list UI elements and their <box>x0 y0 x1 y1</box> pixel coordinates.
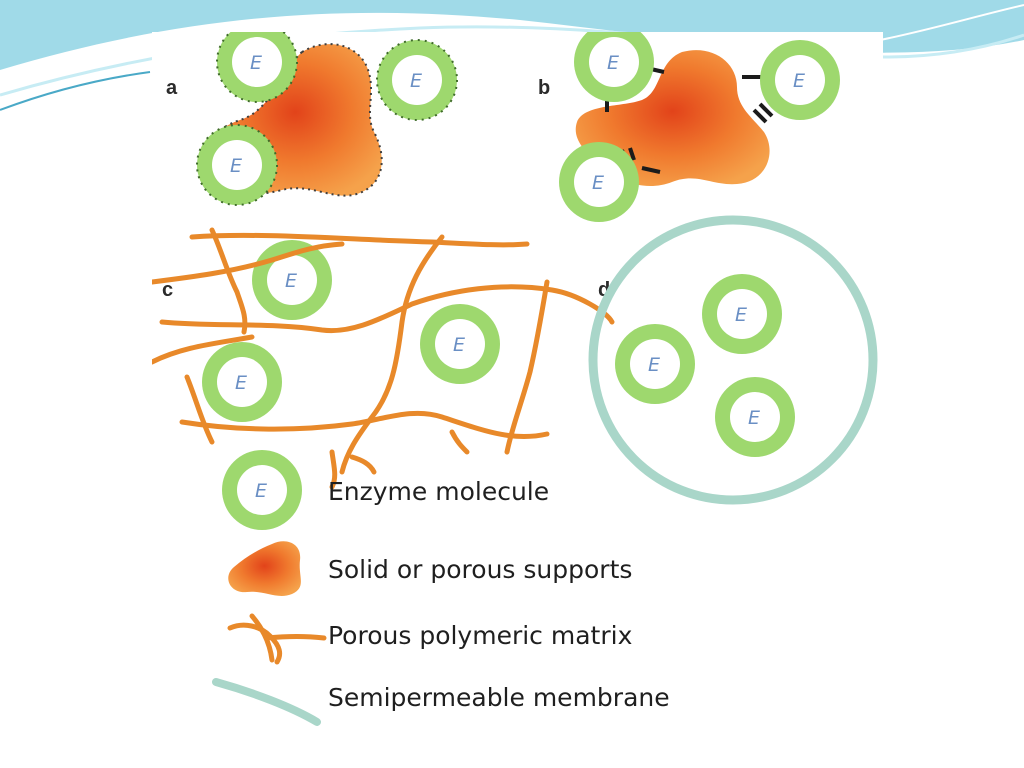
enzyme-letter: E <box>230 155 242 177</box>
panel-b-label: b <box>538 77 550 99</box>
legend-item-membrane: Semipermeable membrane <box>212 678 670 726</box>
immobilization-figure: a E E E b <box>152 32 883 732</box>
bond-line <box>752 108 768 124</box>
top-swoosh-band <box>0 0 1024 70</box>
membrane-circle <box>588 215 878 505</box>
enzyme-letter: E <box>735 304 747 326</box>
legend-label-enzyme: Enzyme molecule <box>328 477 549 506</box>
enzyme-letter: E <box>250 52 262 74</box>
matrix-fibers <box>152 227 615 490</box>
enzyme-letter: E <box>410 70 422 92</box>
enzyme-letter: E <box>235 372 247 394</box>
panel-d: d E E E <box>588 215 878 505</box>
legend-item-support: Solid or porous supports <box>228 541 632 596</box>
enzyme-letter: E <box>285 270 297 292</box>
panel-a: a E E E <box>166 32 458 206</box>
enzyme-letter: E <box>255 480 267 502</box>
panel-a-label: a <box>166 77 178 99</box>
panel-c: c E E E <box>152 227 615 490</box>
enzyme-letter: E <box>592 172 604 194</box>
legend: E Enzyme molecule Solid or porous suppor… <box>212 450 670 726</box>
enzyme-letter: E <box>453 334 465 356</box>
legend-item-matrix: Porous polymeric matrix <box>227 613 632 665</box>
right-swoosh-arc <box>879 4 1024 41</box>
enzyme-letter: E <box>648 354 660 376</box>
bond-line <box>641 166 661 174</box>
legend-label-membrane: Semipermeable membrane <box>328 683 670 712</box>
bond-line <box>628 147 636 161</box>
enzyme-letter: E <box>748 407 760 429</box>
legend-label-support: Solid or porous supports <box>328 555 632 584</box>
panel-c-label: c <box>162 279 173 301</box>
support-blob-icon <box>228 541 301 596</box>
panel-b: b E E E <box>538 32 840 222</box>
membrane-arc-icon <box>212 678 321 726</box>
legend-label-matrix: Porous polymeric matrix <box>328 621 632 650</box>
enzyme-letter: E <box>793 70 805 92</box>
enzyme-letter: E <box>607 52 619 74</box>
left-swoosh-arc <box>0 71 151 111</box>
legend-item-enzyme: E Enzyme molecule <box>222 450 549 530</box>
bond-line <box>758 102 774 118</box>
matrix-fiber-icon <box>227 613 327 665</box>
